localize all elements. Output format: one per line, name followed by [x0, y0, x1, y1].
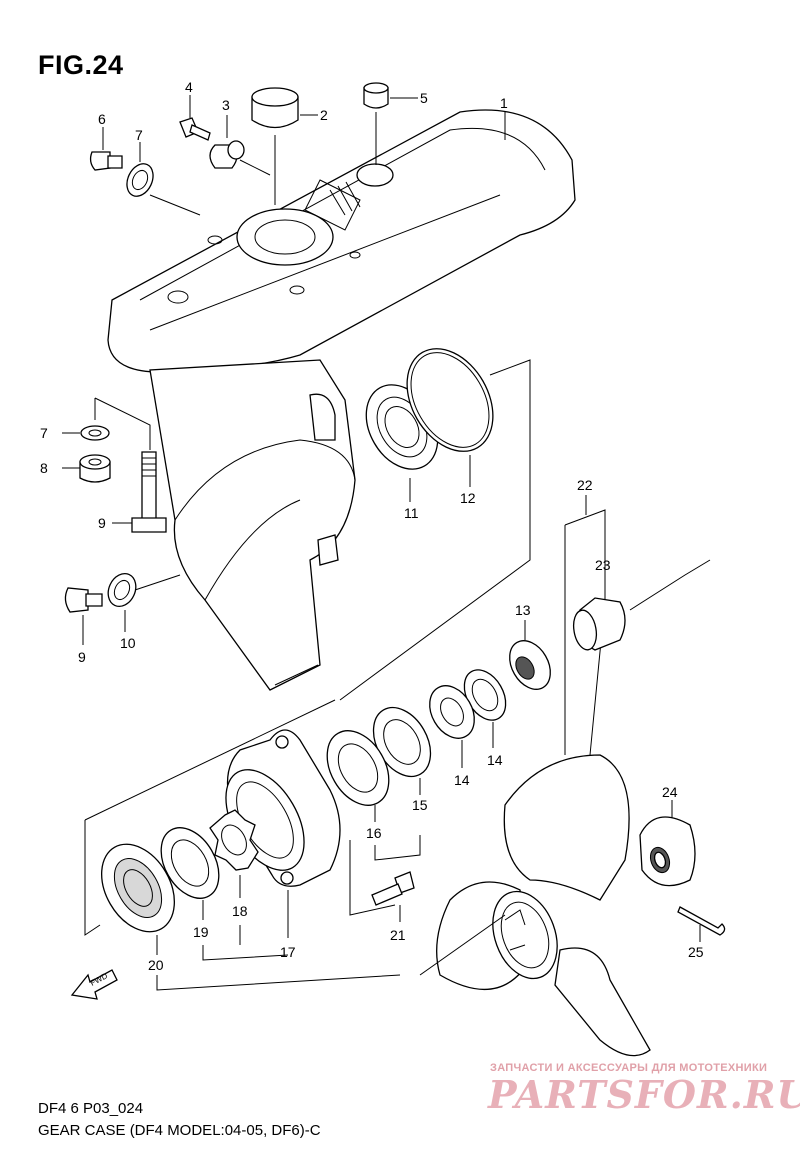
callout-2: 2 [320, 107, 328, 123]
callout-20: 12 [460, 490, 476, 506]
callout-16: 20 [148, 957, 164, 973]
figure-caption: GEAR CASE (DF4 MODEL:04-05, DF6)-C [38, 1122, 321, 1139]
part-23-nut[interactable] [639, 816, 696, 887]
part-8-bush[interactable] [363, 82, 389, 109]
part-22-bush[interactable] [571, 597, 626, 652]
part-13-lock-washer[interactable] [209, 809, 259, 871]
callout-25: 25 [688, 944, 704, 960]
part-5-stud-bolt[interactable] [131, 451, 167, 533]
callout-19: 21 [390, 927, 406, 943]
callout-1: 1 [500, 95, 508, 111]
part-6-bolt[interactable] [179, 117, 211, 141]
part-14-bearing-a[interactable] [362, 697, 442, 786]
figure-title: FIG.24 [38, 50, 124, 80]
callout-9-lower: 9 [78, 649, 86, 665]
watermark-logo: PARTSFOR.RU [488, 1072, 800, 1117]
callout-24: 13 [515, 602, 531, 618]
part-4-grommet[interactable] [209, 140, 245, 169]
callout-4: 3 [222, 97, 230, 113]
part-24-seal[interactable] [501, 633, 558, 696]
callout-12: 17 [280, 944, 296, 960]
part-10-nut[interactable] [79, 454, 111, 483]
callout-5: 9 [98, 515, 106, 531]
callout-7: 7 [135, 127, 143, 143]
part-17-lock-nut[interactable] [421, 678, 484, 746]
part-2-bush[interactable] [251, 87, 299, 129]
callout-8: 5 [420, 90, 428, 106]
part-18-washer[interactable] [456, 663, 514, 728]
callout-6: 4 [185, 79, 193, 95]
figure-code: DF4 6 P03_024 [38, 1100, 144, 1117]
callout-13: 18 [232, 903, 248, 919]
callout-14-a: 15 [412, 797, 428, 813]
callout-9: 6 [98, 111, 106, 127]
part-1-gear-case[interactable] [107, 109, 576, 691]
part-9-plug-top[interactable] [89, 151, 123, 171]
part-7-gasket-lower[interactable] [103, 569, 141, 611]
callout-14-b: 16 [366, 825, 382, 841]
watermark-tagline: ЗАПЧАСТИ И АКСЕССУАРЫ ДЛЯ МОТОТЕХНИКИ [490, 1062, 768, 1074]
callout-23: 24 [662, 784, 678, 800]
callout-18: 14 [487, 752, 503, 768]
callout-22: 23 [595, 557, 611, 573]
callout-10: 8 [40, 460, 48, 476]
callout-11: 7 [40, 425, 48, 441]
callout-7-lower: 10 [120, 635, 136, 651]
part-7-gasket-top[interactable] [122, 160, 158, 201]
part-16-seal[interactable] [87, 831, 189, 944]
part-15-bearing[interactable] [149, 818, 230, 909]
part-25-cotter-pin[interactable] [677, 906, 726, 936]
part-19-bolt[interactable] [371, 871, 415, 906]
part-21-propeller[interactable] [436, 754, 651, 1057]
part-9-plug-lower[interactable] [64, 587, 103, 613]
part-20-o-ring[interactable] [390, 333, 511, 466]
callout-21: 22 [577, 477, 593, 493]
callout-3: 11 [404, 505, 419, 521]
callout-15: 19 [193, 924, 209, 940]
part-14-bearing-b[interactable] [315, 720, 402, 816]
fwd-arrow-icon: FWD [70, 969, 118, 1000]
callout-17: 14 [454, 772, 470, 788]
part-11-washer[interactable] [80, 425, 110, 441]
